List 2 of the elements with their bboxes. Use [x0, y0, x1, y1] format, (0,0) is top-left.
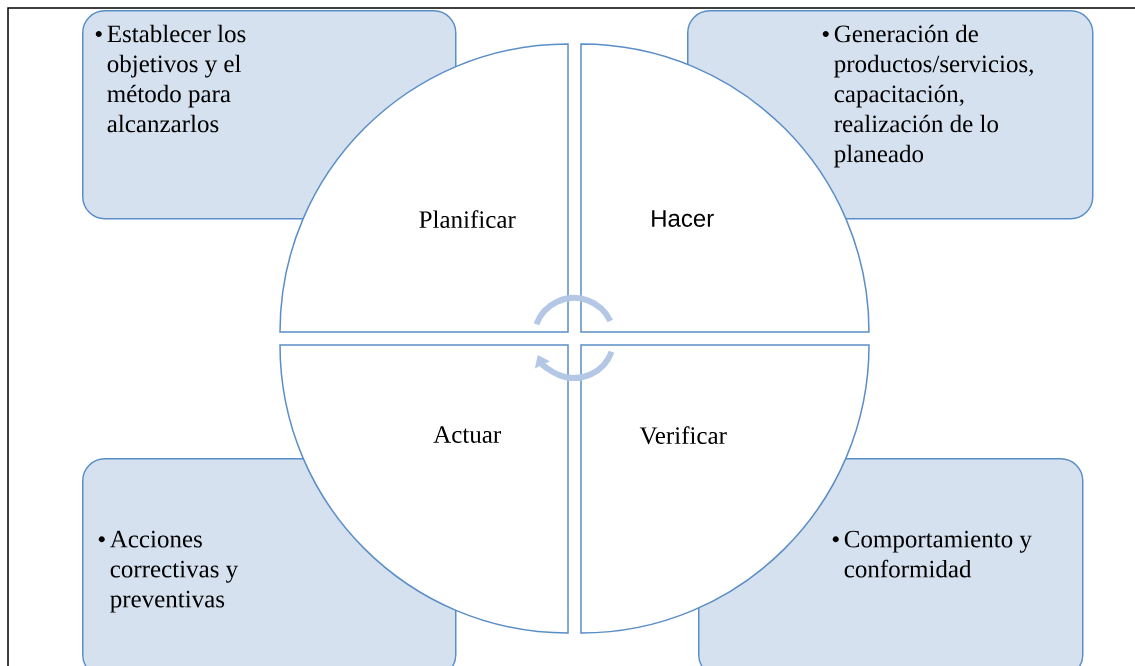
quadrant-segment: Planificar	[279, 43, 569, 333]
quadrant-segment: Actuar	[279, 344, 569, 634]
